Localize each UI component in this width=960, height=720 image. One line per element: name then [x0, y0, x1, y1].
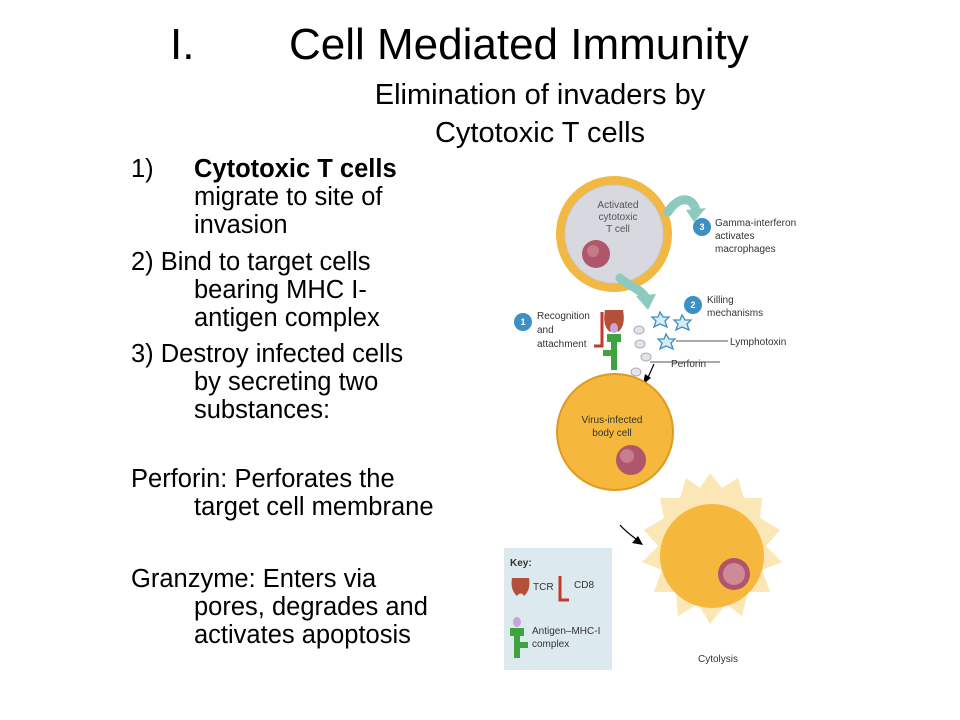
- virus-infected-cell: Virus-infected body cell: [556, 373, 674, 491]
- key-title: Key:: [510, 558, 532, 569]
- key-mhc-label-2: complex: [532, 639, 569, 650]
- slide-title: I. Cell Mediated Immunity: [0, 14, 960, 78]
- gamma-interferon-arrowhead: [686, 208, 706, 222]
- step-3-badge: [693, 218, 711, 236]
- point-2-line-3: antigen complex: [194, 304, 380, 332]
- perforin-point: Perforin: Perforates the target cell mem…: [131, 465, 511, 521]
- activated-t-cell: Activated cytotoxic T cell: [556, 176, 672, 292]
- perforin-line-2: target cell membrane: [194, 493, 434, 521]
- lysing-cell: [642, 473, 782, 624]
- tcell-label-3: T cell: [606, 224, 630, 235]
- point-3-line-3: substances:: [194, 396, 331, 424]
- key-tcr-symbol: [511, 578, 530, 596]
- cytolysis-label: Cytolysis: [698, 654, 738, 665]
- point-3: 3) Destroy infected cells by secreting t…: [131, 340, 511, 424]
- killing-arrowhead: [636, 294, 656, 310]
- key-tcr-label: TCR: [533, 582, 554, 593]
- point-2-line-2: bearing MHC I-: [194, 276, 367, 304]
- tcr-receptor: [604, 310, 624, 332]
- step-1-label-2: and: [537, 325, 554, 336]
- step-1-label-1: Recognition: [537, 311, 590, 322]
- title-text: Cell Mediated Immunity: [289, 20, 749, 69]
- perforin-line-1: Perforin: Perforates the: [131, 465, 395, 493]
- step-2-label-1: Killing: [707, 295, 734, 306]
- step-3-label-1: Gamma-interferon: [715, 218, 796, 229]
- granzyme-point: Granzyme: Enters via pores, degrades and…: [131, 565, 511, 649]
- tcell-label-2: cytotoxic: [599, 212, 638, 223]
- mhc-complex-arm: [603, 350, 611, 356]
- tcell-label-1: Activated: [597, 200, 638, 211]
- step-1-number: 1: [520, 317, 525, 327]
- cd8-coreceptor: [594, 312, 604, 348]
- antigen: [610, 323, 618, 333]
- step-1-label-3: attachment: [537, 339, 587, 350]
- granzyme-line-2: pores, degrades and: [194, 593, 428, 621]
- key-antigen-symbol: [513, 617, 521, 627]
- figure-key: Key: TCR CD8 Antigen–MHC-I complex: [504, 548, 612, 670]
- point-1-line-2: migrate to site of: [194, 183, 383, 211]
- step-2-badge: [684, 296, 702, 314]
- title-number: I.: [170, 20, 195, 69]
- key-cd8-symbol: [558, 576, 569, 602]
- key-mhc-top: [510, 628, 524, 636]
- step-1-badge: [514, 313, 532, 331]
- point-3-line-1: 3) Destroy infected cells: [131, 340, 404, 368]
- point-1: 1) Cytotoxic T cells migrate to site of …: [131, 155, 511, 239]
- lymphotoxin-label: Lymphotoxin: [730, 337, 786, 348]
- key-mhc-label-1: Antigen–MHC-I: [532, 626, 600, 637]
- point-3-line-2: by secreting two: [194, 368, 379, 396]
- cytolysis-arrowhead: [632, 536, 643, 545]
- point-1-number: 1): [131, 155, 154, 183]
- step-3-label-3: macrophages: [715, 244, 776, 255]
- step-2-label-2: mechanisms: [707, 308, 763, 319]
- perforin-label: Perforin: [671, 359, 706, 370]
- key-mhc-stem: [514, 636, 520, 658]
- key-mhc-arm: [520, 642, 528, 648]
- gamma-interferon-arrow: [663, 195, 701, 217]
- step-2-number: 2: [690, 300, 695, 310]
- point-2-line-1: 2) Bind to target cells: [131, 248, 371, 276]
- subtitle-line-1: Elimination of invaders by: [374, 79, 706, 111]
- granzyme-line-3: activates apoptosis: [194, 621, 411, 649]
- infected-label-1: Virus-infected: [582, 415, 643, 426]
- point-1-lead: Cytotoxic T cells: [194, 155, 397, 183]
- mhc-complex-top: [607, 334, 621, 342]
- mhc-complex-stem: [611, 342, 617, 370]
- cytotoxic-t-cell-figure: Activated cytotoxic T cell 3 Gamma-inter…: [500, 160, 840, 680]
- step-3-number: 3: [699, 222, 704, 232]
- key-cd8-label: CD8: [574, 580, 594, 591]
- step-3-label-2: activates: [715, 231, 754, 242]
- point-2: 2) Bind to target cells bearing MHC I- a…: [131, 248, 511, 332]
- infected-label-2: body cell: [592, 428, 631, 439]
- point-1-line-3: invasion: [194, 211, 288, 239]
- subtitle-line-2: Cytotoxic T cells: [434, 117, 646, 149]
- granzyme-line-1: Granzyme: Enters via: [131, 565, 377, 593]
